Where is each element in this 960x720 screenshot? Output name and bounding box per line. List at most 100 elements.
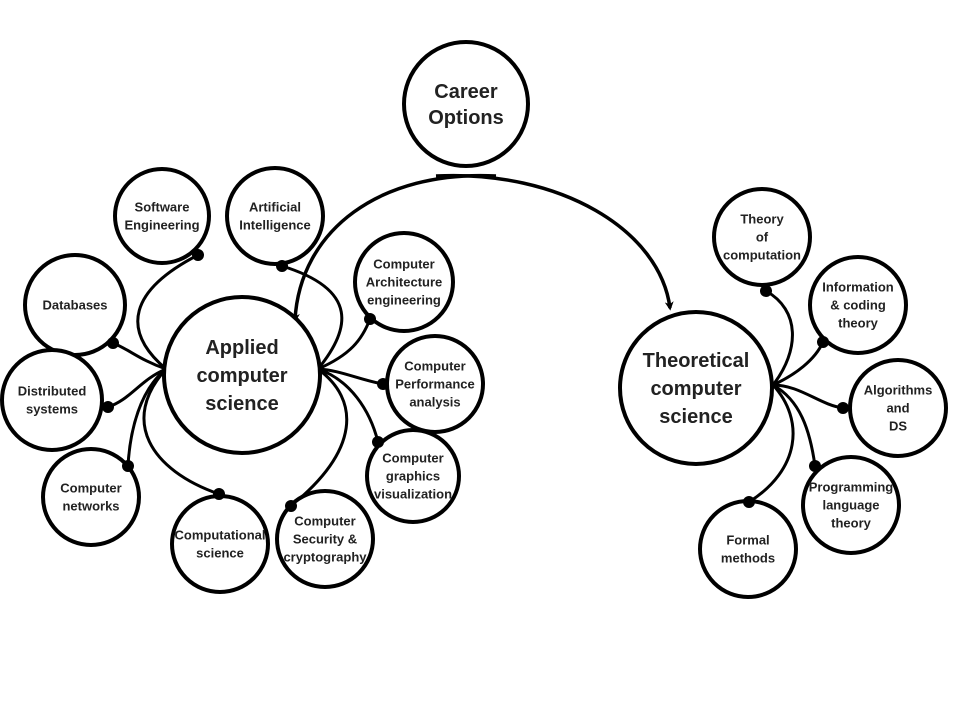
node-label-line: Theory (740, 212, 784, 227)
node-theoretical-computer-science: Theoretical computer science (618, 310, 774, 466)
connector-dot (377, 378, 389, 390)
node-label-line: Software (135, 200, 190, 215)
edge-to-computational-science (142, 367, 221, 496)
node-circle (618, 310, 774, 466)
connector-dot (837, 402, 849, 414)
connector-dot (285, 500, 297, 512)
connector-dot (107, 337, 119, 349)
edge-to-software-engineering (136, 253, 200, 371)
node-circle (41, 447, 141, 547)
connector-dot (817, 336, 829, 348)
node-label-line: Computer (60, 481, 121, 496)
node-label-line: computation (723, 248, 801, 263)
node-label-line: Algorithms (864, 383, 933, 398)
connector-dot (809, 460, 821, 472)
node-label-line: Security & (293, 532, 357, 547)
connector-dot (364, 313, 376, 325)
node-label-line: engineering (367, 293, 441, 308)
connector-dot (276, 260, 288, 272)
node-label-line: computer (650, 378, 741, 400)
edge-to-computer-performance-analysis (316, 367, 385, 386)
node-computer-networks: Computer networks (41, 447, 141, 547)
node-circle (0, 348, 104, 452)
connector-dot (743, 496, 755, 508)
node-label-line: & coding (830, 298, 886, 313)
node-circle (225, 166, 325, 266)
connector-dot (760, 285, 772, 297)
edge-to-databases (111, 341, 168, 371)
node-label-line: Computer (373, 257, 434, 272)
node-label-line: Computer (382, 451, 443, 466)
node-circle (275, 489, 375, 589)
node-circle (113, 167, 211, 265)
node-label-line: of (756, 230, 769, 245)
edge-to-theory-of-computation (764, 289, 794, 387)
node-label-line: Applied (205, 337, 278, 359)
node-label-line: science (205, 393, 278, 415)
edge-to-computer-architecture-engineering (316, 317, 372, 371)
node-label-line: science (196, 546, 244, 561)
node-label-line: language (822, 498, 879, 513)
node-label-line: Distributed (18, 384, 87, 399)
node-label-line: Information (822, 280, 894, 295)
node-circle (170, 494, 270, 594)
node-label-line: systems (26, 402, 78, 417)
edge-to-computer-graphics-visualization (316, 367, 380, 444)
node-circle (848, 358, 948, 458)
edge-to-information-coding-theory (771, 340, 825, 387)
node-circle (402, 40, 530, 168)
node-circle (365, 428, 461, 524)
node-label-line: computer (196, 365, 287, 387)
node-applied-computer-science: Applied computer science (162, 295, 322, 455)
node-label-line: Computer (294, 514, 355, 529)
edge-to-distributed-systems (106, 367, 168, 409)
node-label-line: Formal (726, 533, 769, 548)
node-label-line: visualization (374, 487, 452, 502)
node-circle (353, 231, 455, 333)
node-label-line: networks (62, 499, 119, 514)
connector-dot (213, 488, 225, 500)
connector-dot (372, 436, 384, 448)
node-label-line: Options (428, 107, 504, 129)
node-label-line: Intelligence (239, 218, 311, 233)
node-label-line: cryptography (283, 550, 367, 565)
node-label-line: analysis (409, 395, 460, 410)
node-label-line: Performance (395, 377, 474, 392)
node-programming-language-theory: Programming language theory (801, 455, 901, 555)
node-distributed-systems: Distributed systems (0, 348, 104, 452)
node-label-line: and (886, 401, 909, 416)
edge-to-programming-language-theory (771, 383, 817, 468)
node-theory-of-computation: Theory of computation (712, 187, 812, 287)
connector-dot (122, 460, 134, 472)
node-label-line: Computer (404, 359, 465, 374)
node-circle (698, 499, 798, 599)
node-label-line: Programming (809, 480, 894, 495)
node-label-line: theory (831, 516, 872, 531)
node-label-line: Artificial (249, 200, 301, 215)
node-label-line: graphics (386, 469, 440, 484)
edge-to-artificial-intelligence (280, 264, 344, 371)
edge-to-formal-methods (747, 383, 795, 504)
node-label-line: Theoretical (643, 350, 750, 372)
edge-to-computer-security-cryptography (289, 367, 349, 508)
node-computer-graphics-visualization: Computer graphics visualization (365, 428, 461, 524)
connector-dot (102, 401, 114, 413)
node-label-line: science (659, 406, 732, 428)
connector-dot (192, 249, 204, 261)
node-circle (808, 255, 908, 355)
node-label-line: Architecture (366, 275, 443, 290)
node-label-line: Databases (42, 298, 107, 313)
edge-to-algorithms-and-ds (771, 383, 845, 410)
node-label-line: methods (721, 551, 775, 566)
